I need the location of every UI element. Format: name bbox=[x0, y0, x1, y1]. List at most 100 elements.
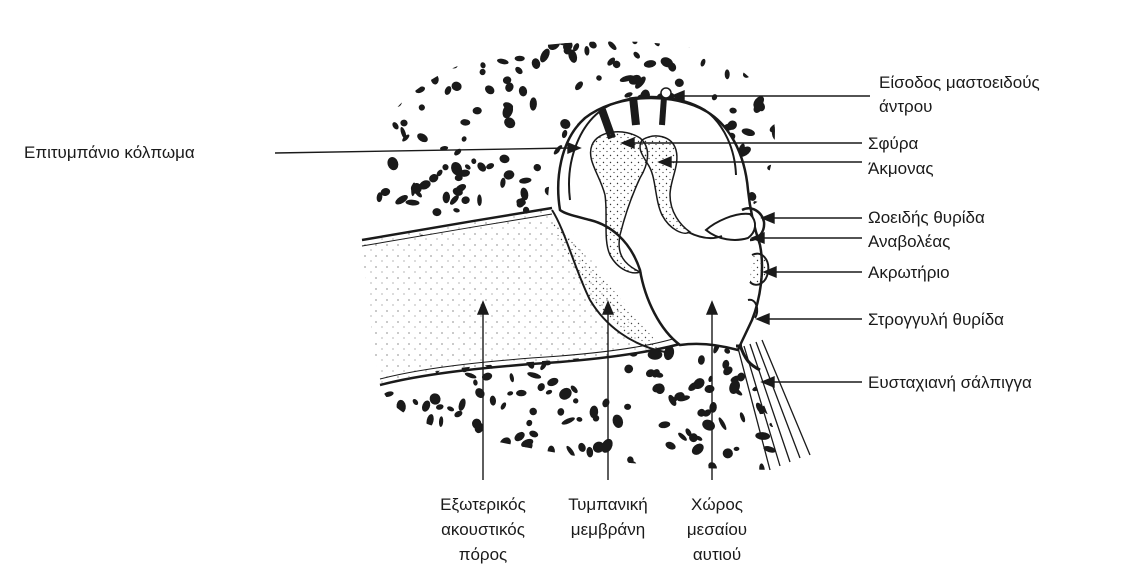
bone-texture-blob bbox=[553, 468, 568, 475]
bone-texture-blob bbox=[408, 57, 424, 73]
bone-texture-blob bbox=[547, 446, 555, 458]
label-promontory: Ακρωτήριο bbox=[868, 262, 950, 283]
bone-texture-blob bbox=[782, 337, 795, 354]
bone-texture-blob bbox=[435, 404, 444, 411]
bone-texture-blob bbox=[406, 423, 413, 438]
bone-texture-blob bbox=[733, 447, 739, 451]
label-epitympanic-recess: Επιτυμπάνιο κόλπωμα bbox=[24, 142, 195, 163]
bone-texture-blob bbox=[564, 460, 574, 470]
label-middle-ear-3: αυτιού bbox=[667, 544, 767, 565]
bone-texture-blob bbox=[379, 87, 388, 98]
bone-texture-blob bbox=[751, 54, 761, 62]
bone-texture-blob bbox=[658, 421, 671, 429]
label-tympanic-membrane-1: Τυμπανική bbox=[553, 494, 663, 515]
bone-texture-blob bbox=[686, 467, 699, 479]
label-mastoid-entrance-1: Είσοδος μαστοειδούς bbox=[879, 72, 1040, 93]
bone-texture-blob bbox=[594, 462, 606, 471]
bone-texture-blob bbox=[422, 430, 434, 445]
bone-texture-blob bbox=[560, 468, 571, 479]
bone-texture-blob bbox=[386, 44, 403, 60]
bone-texture-blob bbox=[739, 412, 747, 423]
bone-texture-blob bbox=[516, 390, 527, 397]
bone-texture-blob bbox=[356, 100, 365, 110]
bone-texture-blob bbox=[557, 408, 565, 416]
bone-texture-blob bbox=[760, 36, 772, 48]
bone-texture-blob bbox=[412, 398, 420, 406]
bone-texture-blob bbox=[448, 452, 460, 458]
bone-texture-blob bbox=[387, 410, 397, 419]
bone-texture-blob bbox=[771, 170, 781, 181]
bone-texture-blob bbox=[361, 61, 372, 72]
bone-texture-blob bbox=[436, 437, 443, 445]
bone-texture-blob bbox=[561, 416, 576, 426]
bone-texture-blob bbox=[654, 382, 666, 395]
bone-texture-blob bbox=[429, 46, 444, 55]
bone-texture-blob bbox=[545, 389, 553, 395]
bone-texture-blob bbox=[565, 445, 576, 458]
bone-texture-blob bbox=[425, 413, 435, 427]
bone-texture-blob bbox=[425, 43, 442, 58]
bone-texture-blob bbox=[408, 69, 423, 85]
bone-texture-blob bbox=[453, 409, 463, 418]
bone-texture-blob bbox=[393, 438, 401, 447]
bone-texture-blob bbox=[420, 399, 431, 413]
bone-texture-blob bbox=[759, 463, 766, 476]
bone-texture-blob bbox=[383, 390, 394, 398]
bone-texture-blob bbox=[690, 441, 706, 457]
bone-texture-blob bbox=[601, 397, 611, 408]
bone-texture-blob bbox=[700, 418, 716, 433]
bone-texture-blob bbox=[438, 438, 445, 446]
bone-texture-blob bbox=[445, 451, 457, 463]
promontory-shape bbox=[750, 254, 768, 285]
label-eustachian-tube: Ευσταχιανή σάλπιγγα bbox=[868, 372, 1032, 393]
label-round-window: Στρογγυλή θυρίδα bbox=[868, 309, 1004, 330]
bone-texture-blob bbox=[439, 416, 444, 427]
bone-texture-blob bbox=[473, 386, 486, 400]
label-malleus: Σφύρα bbox=[868, 133, 918, 154]
bone-texture-blob bbox=[499, 401, 507, 410]
bone-texture-blob bbox=[697, 355, 705, 365]
bone-texture-blob bbox=[361, 143, 377, 158]
label-mastoid-entrance-2: άντρου bbox=[879, 96, 932, 117]
bone-texture-blob bbox=[489, 395, 496, 406]
bone-texture-blob bbox=[396, 399, 407, 413]
bone-texture-blob bbox=[425, 54, 431, 65]
label-tympanic-membrane-2: μεμβράνη bbox=[553, 519, 663, 540]
bone-texture-blob bbox=[755, 432, 770, 441]
bone-texture-blob bbox=[446, 405, 455, 412]
bone-texture-blob bbox=[611, 413, 625, 429]
bone-texture-blob bbox=[473, 34, 486, 47]
bone-texture-blob bbox=[454, 440, 466, 451]
bone-texture-blob bbox=[464, 371, 477, 379]
bone-texture-blob bbox=[497, 435, 513, 452]
bone-texture-blob bbox=[386, 82, 393, 90]
bone-texture-blob bbox=[743, 39, 760, 55]
bone-texture-blob bbox=[357, 109, 369, 119]
bone-texture-blob bbox=[402, 470, 410, 477]
bone-texture-blob bbox=[623, 363, 635, 375]
bone-texture-blob bbox=[388, 428, 404, 437]
bone-texture-blob bbox=[717, 416, 728, 430]
bone-texture-blob bbox=[396, 426, 407, 434]
bone-texture-blob bbox=[436, 454, 443, 463]
bone-texture-blob bbox=[367, 138, 377, 146]
bone-texture-blob bbox=[751, 68, 759, 74]
bone-texture-blob bbox=[509, 373, 515, 383]
label-oval-window: Ωοειδής θυρίδα bbox=[868, 207, 985, 228]
bone-texture-blob bbox=[427, 67, 433, 74]
bone-texture-blob bbox=[769, 422, 776, 428]
bone-texture-blob bbox=[425, 34, 433, 46]
bone-texture-blob bbox=[525, 419, 533, 427]
label-external-canal-2: ακουστικός bbox=[423, 519, 543, 540]
label-stapes: Αναβολέας bbox=[868, 231, 950, 252]
bone-texture-blob bbox=[366, 39, 380, 53]
bone-texture-blob bbox=[369, 39, 382, 56]
bone-texture-blob bbox=[527, 371, 542, 380]
bone-texture-blob bbox=[373, 435, 388, 450]
bone-texture-blob bbox=[395, 62, 403, 73]
bone-texture-blob bbox=[507, 391, 514, 397]
bone-texture-blob bbox=[421, 63, 434, 72]
bone-texture-blob bbox=[473, 379, 478, 386]
bone-texture-blob bbox=[512, 460, 521, 471]
bone-texture-blob bbox=[759, 196, 772, 211]
